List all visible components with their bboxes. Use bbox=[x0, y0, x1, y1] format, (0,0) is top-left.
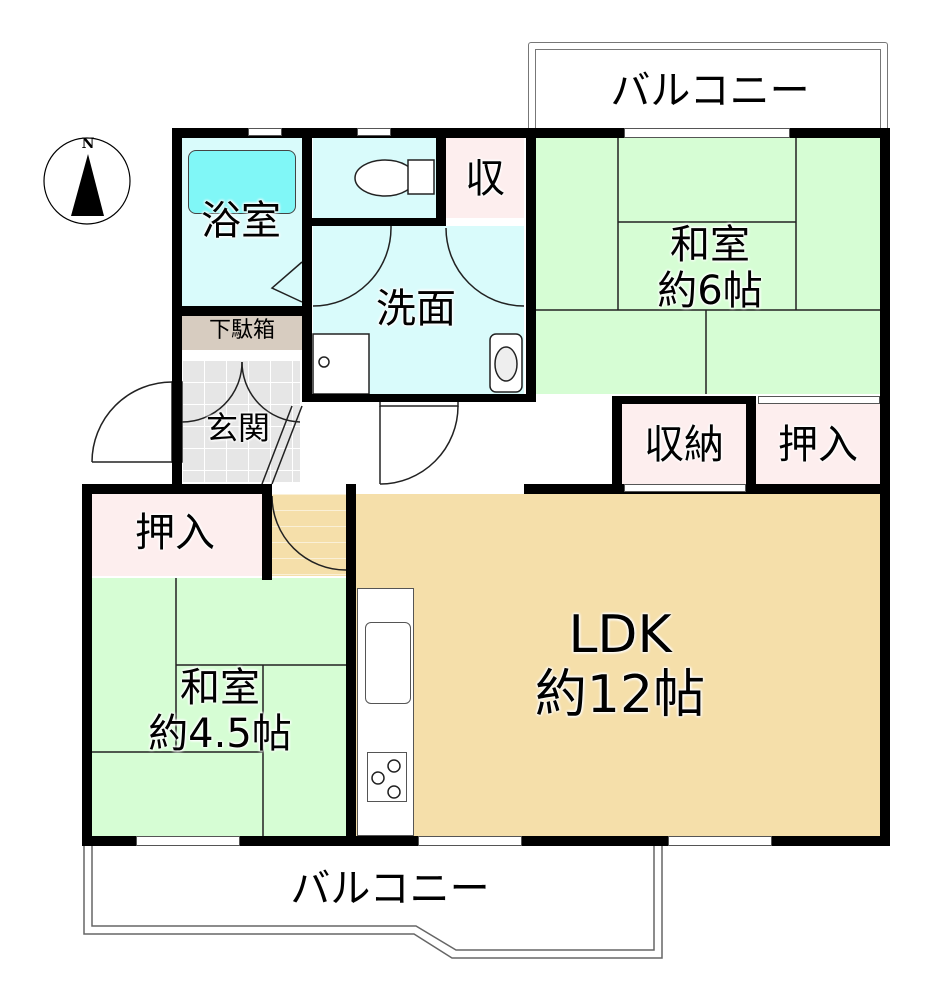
room-washitsu-45 bbox=[92, 578, 348, 836]
hallway bbox=[302, 400, 614, 486]
window bbox=[624, 128, 790, 138]
room-closet-right bbox=[756, 404, 880, 484]
wall bbox=[526, 128, 536, 402]
label-ldk-size: 約12帖 bbox=[534, 664, 706, 725]
label-shoe-cabinet: 下駄箱 bbox=[208, 318, 275, 343]
label-ldk-name: LDK bbox=[568, 605, 672, 665]
balcony-top bbox=[528, 42, 888, 134]
hallway-lower bbox=[270, 494, 348, 576]
label-washitsu-6-name: 和室 bbox=[670, 222, 750, 268]
kitchen-stove bbox=[367, 752, 407, 802]
wall bbox=[302, 128, 312, 402]
label-ldk: LDK 約12帖 bbox=[500, 605, 740, 726]
north-compass: N bbox=[42, 136, 132, 226]
window bbox=[418, 836, 522, 846]
wall bbox=[746, 396, 756, 488]
window bbox=[357, 128, 391, 136]
balcony-top-label: バルコニー bbox=[610, 68, 810, 114]
window bbox=[248, 128, 282, 136]
wall bbox=[82, 484, 92, 846]
bathtub bbox=[188, 150, 296, 214]
label-closet-right: 押入 bbox=[778, 422, 858, 468]
label-bath: 浴室 bbox=[201, 198, 281, 244]
label-storage: 収納 bbox=[644, 422, 724, 468]
wall bbox=[346, 484, 356, 846]
kitchen-sink bbox=[365, 622, 411, 704]
wall bbox=[172, 128, 536, 138]
label-washroom: 洗面 bbox=[376, 286, 456, 332]
room-ldk bbox=[356, 494, 880, 836]
label-storage-small: 収 bbox=[465, 156, 505, 202]
window bbox=[758, 396, 880, 404]
label-washitsu-6-size: 約6帖 bbox=[657, 268, 763, 314]
room-storage bbox=[622, 404, 746, 484]
room-storage-small bbox=[446, 138, 524, 218]
wall bbox=[172, 306, 312, 316]
window bbox=[668, 836, 772, 846]
label-washitsu-45-name: 和室 bbox=[180, 665, 260, 711]
compass-north-label: N bbox=[81, 136, 95, 152]
wall bbox=[82, 484, 272, 494]
wall bbox=[612, 396, 756, 404]
label-washitsu-6: 和室 約6帖 bbox=[600, 222, 820, 314]
wall bbox=[312, 218, 446, 226]
window bbox=[624, 484, 746, 492]
balcony-bottom-label: バルコニー bbox=[290, 866, 490, 912]
shoe-cabinet bbox=[182, 316, 302, 350]
compass-icon bbox=[43, 137, 131, 225]
label-entrance: 玄関 bbox=[205, 409, 270, 447]
room-closet-left bbox=[92, 494, 262, 576]
room-toilet bbox=[313, 138, 437, 218]
wall bbox=[436, 128, 446, 226]
wall bbox=[302, 394, 536, 402]
label-closet-left: 押入 bbox=[135, 510, 215, 556]
label-washitsu-45-size: 約4.5帖 bbox=[148, 711, 292, 757]
label-washitsu-45: 和室 約4.5帖 bbox=[110, 665, 330, 757]
wall bbox=[612, 396, 622, 488]
room-washitsu-6 bbox=[536, 138, 880, 394]
window bbox=[136, 836, 240, 846]
wall bbox=[262, 484, 272, 580]
